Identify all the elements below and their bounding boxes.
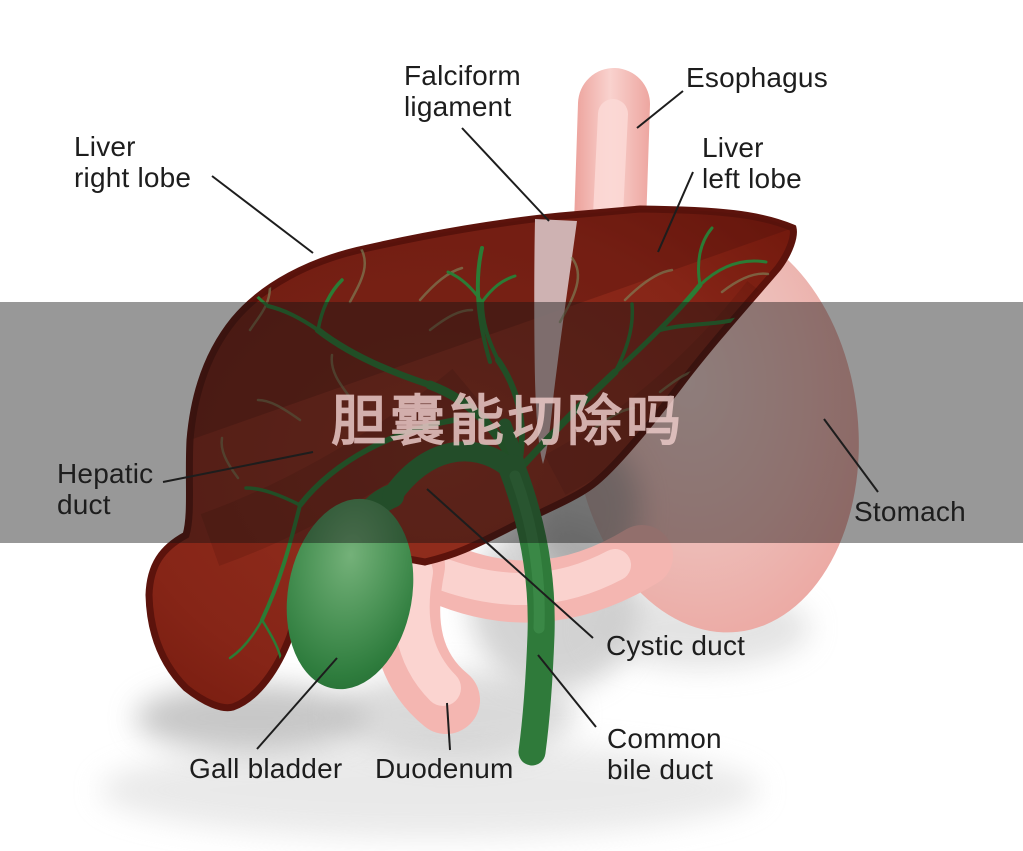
esophagus-shape [574,68,650,261]
leader-lines [162,90,879,751]
label-hepatic-duct: Hepatic duct [57,458,153,520]
watermark-band [0,302,1023,543]
label-line: left lobe [702,163,802,194]
label-duodenum: Duodenum [375,753,514,784]
falciform-ligament-shape [534,219,577,464]
label-line: Duodenum [375,753,514,784]
leader-line-esophagus [636,90,684,129]
leader-line-gall-bladder [256,657,338,750]
gallbladder-shape [286,498,414,690]
label-line: ligament [404,91,512,122]
label-line: Gall bladder [189,753,343,784]
label-line: Falciform [404,60,521,91]
label-common-bile-duct: Common bile duct [607,723,722,785]
watermark-text: 胆囊能切除吗 [331,389,685,453]
label-falciform-ligament: Falciform ligament [404,60,521,122]
label-line: Esophagus [686,62,828,93]
label-line: Liver [702,132,764,163]
label-line: Stomach [854,496,966,527]
label-line: right lobe [74,162,192,193]
leader-line-falciform-ligament [461,127,550,222]
label-line: Common [607,723,722,754]
leader-line-liver-right-lobe [211,175,314,254]
label-gall-bladder: Gall bladder [189,753,342,784]
leader-line-liver-left-lobe [657,171,694,253]
label-liver-left-lobe: Liver left lobe [702,132,802,194]
label-liver-right-lobe: Liver right lobe [74,131,191,193]
label-line: bile duct [607,754,714,785]
label-line: Hepatic [57,458,154,489]
label-line: Liver [74,131,136,162]
leader-line-hepatic-duct [162,451,314,483]
label-cystic-duct: Cystic duct [606,630,745,661]
label-line: duct [57,489,111,520]
label-stomach: Stomach [854,496,966,527]
label-line: Cystic duct [606,630,746,661]
leader-line-duodenum [446,702,451,751]
leader-line-common-bile-duct [537,654,597,728]
label-esophagus: Esophagus [686,62,828,93]
leader-line-cystic-duct [426,488,594,639]
leader-line-stomach [823,418,879,493]
